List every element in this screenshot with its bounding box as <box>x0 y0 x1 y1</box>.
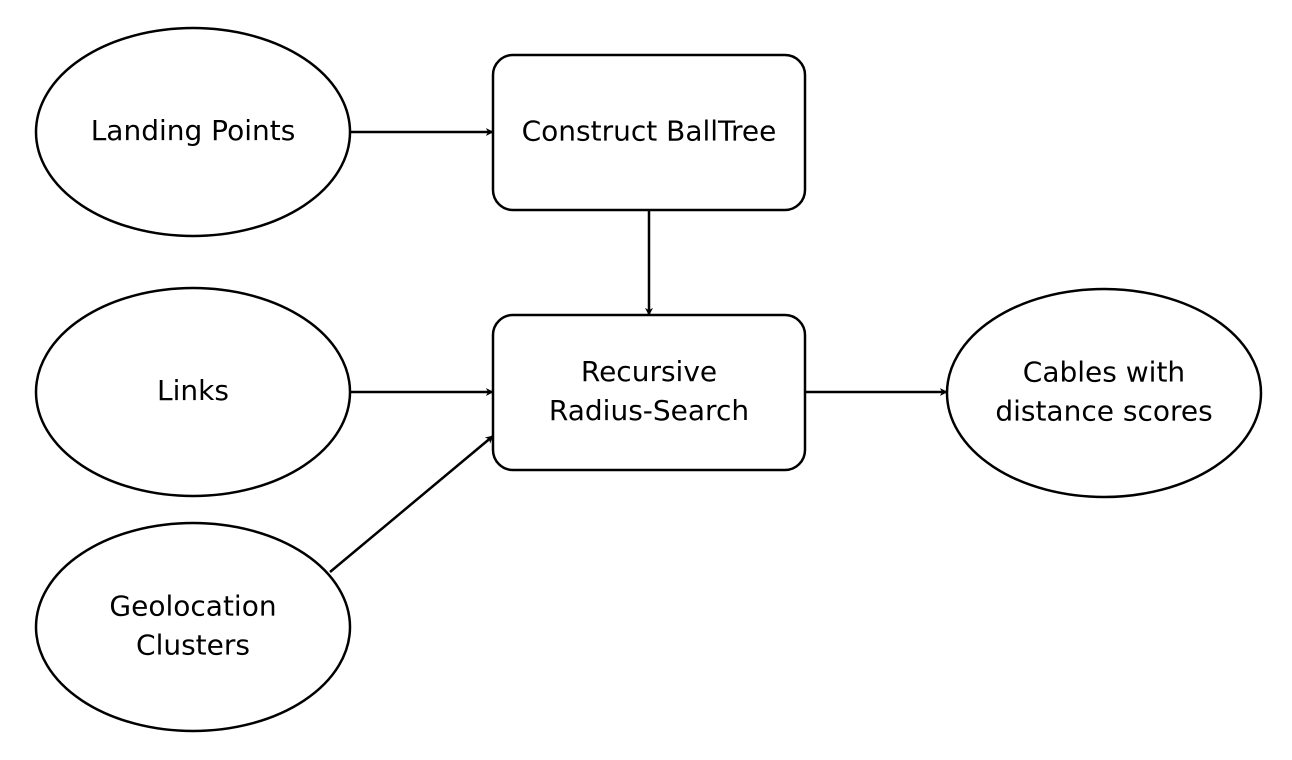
node-label-geolocation-clusters-line-0: Geolocation <box>109 590 276 623</box>
node-label-cables-with-distance-scores-line-1: distance scores <box>995 395 1212 428</box>
node-shape-geolocation-clusters <box>34 521 352 733</box>
node-label-recursive-radius-search-line-1: Radius-Search <box>549 394 749 427</box>
node-shape-links <box>34 286 352 498</box>
node-shape-cables-with-distance-scores <box>945 287 1263 499</box>
node-links: Links <box>34 286 352 498</box>
node-shape-landing-points <box>34 26 352 238</box>
node-label-cables-with-distance-scores-line-0: Cables with <box>1023 356 1185 389</box>
node-landing-points: Landing Points <box>34 26 352 238</box>
node-shape-construct-balltree <box>491 53 807 212</box>
node-label-construct-balltree-line-0: Construct BallTree <box>522 115 777 148</box>
edge-geolocation-clusters-to-recursive-radius-search <box>329 435 494 573</box>
edges-layer <box>329 128 948 573</box>
node-cables-with-distance-scores: Cables with distance scores <box>945 287 1263 499</box>
node-label-landing-points-line-0: Landing Points <box>91 114 296 147</box>
node-shape-recursive-radius-search <box>491 313 807 472</box>
node-label-geolocation-clusters-line-1: Clusters <box>136 629 250 662</box>
node-label-links-line-0: Links <box>157 374 229 407</box>
node-construct-balltree: Construct BallTree <box>491 53 807 212</box>
node-label-recursive-radius-search-line-0: Recursive <box>581 355 717 388</box>
